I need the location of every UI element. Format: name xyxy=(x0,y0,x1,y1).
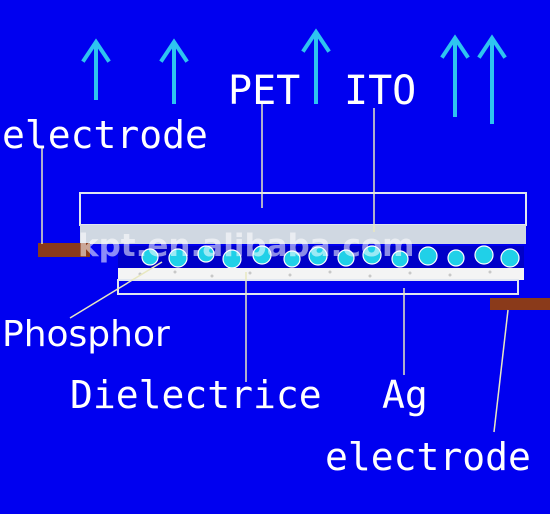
light-arrow xyxy=(477,34,507,124)
pet-layer xyxy=(79,192,527,226)
dielectric-layer xyxy=(118,268,524,280)
watermark: kpt.en.alibaba.com xyxy=(78,228,414,264)
phosphor-layer xyxy=(118,245,524,269)
leader-lines xyxy=(41,104,509,433)
bottom-electrode-leader-line xyxy=(493,309,509,433)
ito-layer xyxy=(80,225,526,244)
bottom-electrode-label: electrode xyxy=(325,435,531,479)
light-emission-arrows xyxy=(81,28,507,124)
ag-label: Ag xyxy=(382,373,428,417)
dielectric-label: Dielectrice xyxy=(70,373,322,417)
bottom-electrode-tab xyxy=(490,298,550,310)
top-electrode-tab xyxy=(38,243,90,257)
top-electrode-label: electrode xyxy=(2,113,208,157)
light-arrow xyxy=(159,38,189,104)
light-arrow xyxy=(440,34,470,117)
light-arrow xyxy=(81,38,111,100)
phosphor-label: Phosphor xyxy=(2,314,170,355)
pet-label: PET xyxy=(228,68,300,114)
ito-label: ITO xyxy=(344,68,416,114)
light-arrow xyxy=(301,28,331,104)
phosphor-leader-line xyxy=(69,261,163,319)
dielectric-texture xyxy=(138,270,492,278)
ag-layer xyxy=(117,279,519,295)
